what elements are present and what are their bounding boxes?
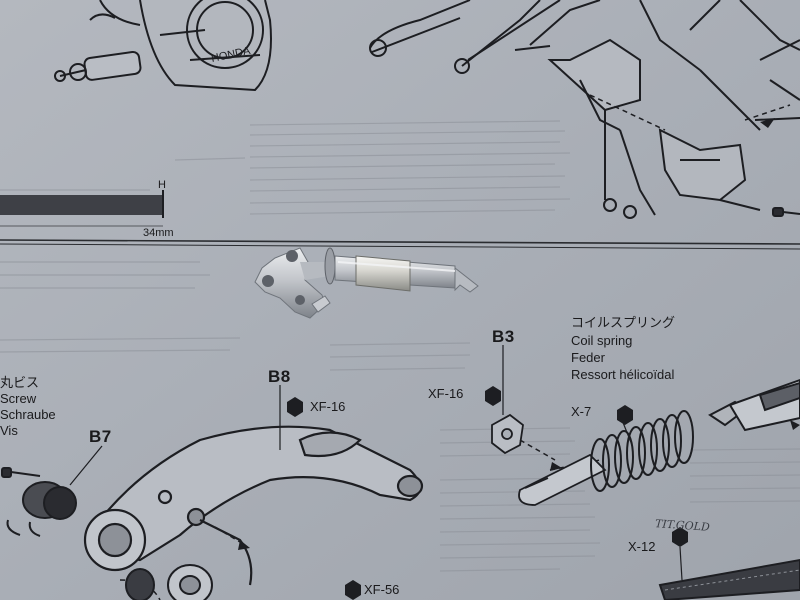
screw-en-label: Screw	[0, 391, 37, 406]
part-b3-label: B3	[492, 327, 515, 346]
screw-de-label: Schraube	[0, 407, 56, 422]
paint-chip-xf16-left	[287, 397, 303, 417]
washer-b3	[491, 413, 524, 455]
spring-de-label: Feder	[571, 350, 605, 365]
coil-spring	[590, 410, 694, 492]
x7-label: X-7	[571, 404, 592, 419]
paint-chip-x12	[672, 527, 688, 547]
faint-text-blocks	[0, 120, 800, 572]
frame-arrow	[760, 118, 775, 128]
rollers	[125, 564, 213, 600]
bushing-b7	[6, 481, 77, 537]
separator-line-1	[0, 239, 800, 245]
paint-chip-xf16-right	[485, 386, 501, 406]
screw-top-right	[772, 207, 800, 217]
frame-drawing	[369, 0, 800, 219]
spring-en-label: Coil spring	[571, 333, 633, 348]
dimension-h-label: H	[158, 179, 166, 191]
engine-drawing	[54, 0, 272, 92]
arrow-head-right	[550, 462, 562, 471]
spring-fr-label: Ressort hélicoïdal	[571, 367, 675, 382]
frame-dashed-guide	[589, 94, 791, 131]
assembly-arrows-right	[519, 439, 601, 471]
swing-arm-b8	[83, 425, 424, 586]
x12-label: X-12	[628, 539, 656, 554]
separator-line-2	[0, 243, 800, 250]
dimension-34mm-label: 34mm	[143, 227, 174, 239]
screw-jp-label: 丸ビス	[0, 375, 40, 390]
paint-chip-xf56	[345, 580, 361, 600]
part-b7-label: B7	[89, 427, 112, 446]
rod-end	[518, 453, 607, 506]
bottom-right-bar	[658, 558, 800, 600]
part-b8-label: B8	[268, 367, 291, 386]
shock-arrow	[790, 420, 800, 430]
x12-leader	[679, 546, 683, 581]
xf16-right-label: XF-16	[428, 386, 464, 401]
screws-left	[1, 467, 41, 478]
shock-body	[708, 378, 800, 432]
arrow-head-left	[238, 540, 250, 550]
xf56-label: XF-56	[364, 582, 400, 597]
paint-chip-x7	[617, 405, 633, 425]
spring-jp-label: コイルスプリング	[571, 315, 676, 330]
dimension-guide	[0, 190, 164, 227]
metal-part	[254, 247, 479, 319]
screw-fr-label: Vis	[0, 423, 18, 438]
xf16-left-label: XF-16	[310, 399, 346, 414]
handwritten-note: TIT.GOLD	[654, 517, 711, 534]
b7-leader	[69, 445, 103, 486]
